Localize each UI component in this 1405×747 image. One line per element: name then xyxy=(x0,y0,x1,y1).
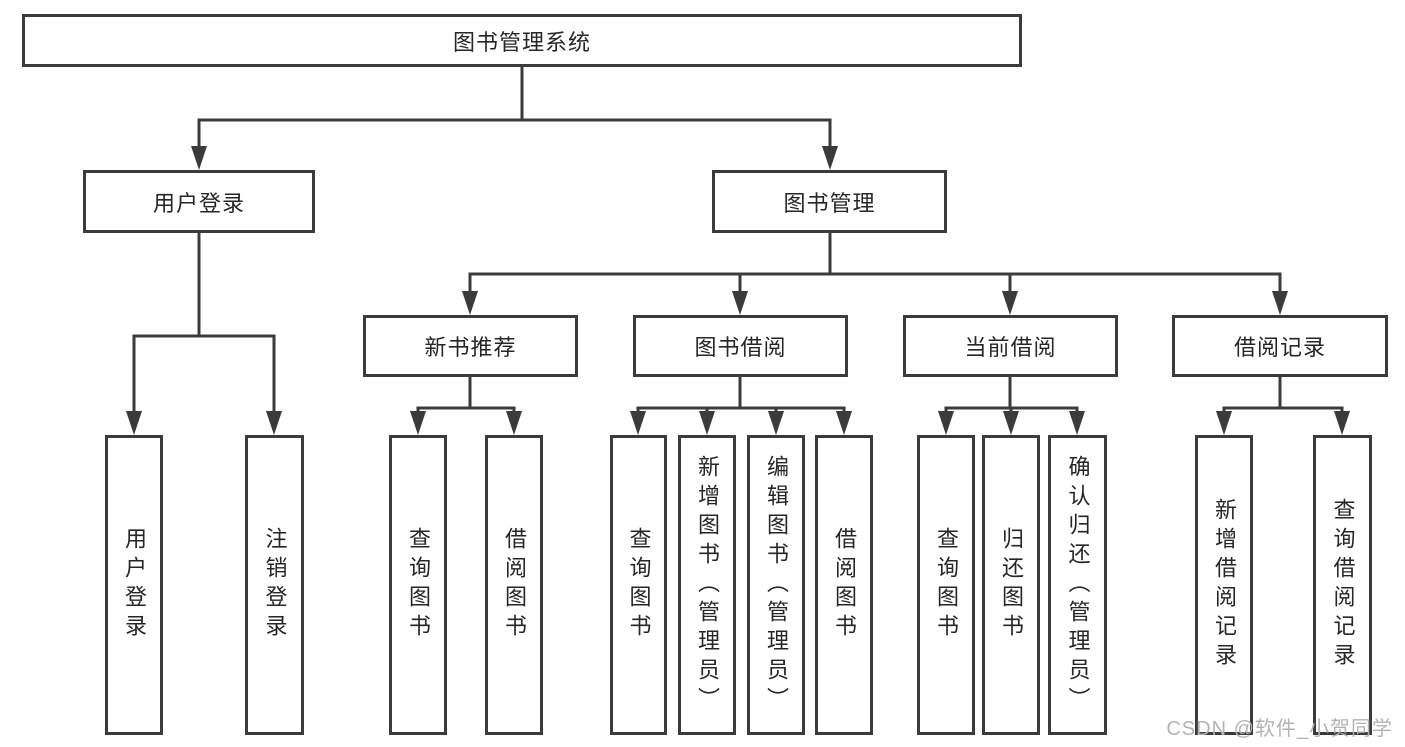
node-label: 查询借阅记录 xyxy=(1330,498,1356,672)
node-label: 确认归还（管理员） xyxy=(1065,454,1091,716)
node-label: 查询图书 xyxy=(406,527,431,643)
leaf-confirm-return-admin: 确认归还（管理员） xyxy=(1048,435,1107,735)
node-current-borrowing: 当前借阅 xyxy=(903,315,1118,377)
node-label: 编辑图书（管理员） xyxy=(764,454,789,716)
leaf-logout: 注销登录 xyxy=(245,435,304,735)
node-label: 新书推荐 xyxy=(424,335,517,360)
leaf-return-books: 归还图书 xyxy=(982,435,1040,735)
node-label: 查询图书 xyxy=(626,527,652,643)
node-label: 借阅记录 xyxy=(1233,335,1326,360)
node-label: 图书借阅 xyxy=(694,335,787,360)
node-label: 当前借阅 xyxy=(964,335,1057,360)
leaf-add-books-admin: 新增图书（管理员） xyxy=(678,435,736,735)
node-label: 新增借阅记录 xyxy=(1212,498,1237,672)
leaf-query-books-borrow: 查询图书 xyxy=(610,435,667,735)
node-label: 用户登录 xyxy=(152,190,245,216)
leaf-edit-books-admin: 编辑图书（管理员） xyxy=(747,435,805,735)
leaf-borrow-books: 借阅图书 xyxy=(815,435,873,735)
leaf-user-login: 用户登录 xyxy=(105,435,163,735)
watermark: CSDN @软件_小贺同学 xyxy=(1166,718,1393,740)
node-label: 图书管理系统 xyxy=(452,29,591,55)
node-user-login: 用户登录 xyxy=(83,170,315,233)
node-label: 新增图书（管理员） xyxy=(695,454,720,716)
node-label: 归还图书 xyxy=(999,527,1024,643)
node-library-management-system: 图书管理系统 xyxy=(22,14,1022,67)
leaf-query-books-current: 查询图书 xyxy=(917,435,975,735)
node-book-borrowing: 图书借阅 xyxy=(633,315,848,377)
leaf-query-borrow-record: 查询借阅记录 xyxy=(1313,435,1372,735)
node-label: 注销登录 xyxy=(262,527,288,643)
node-label: 查询图书 xyxy=(934,527,959,643)
node-label: 借阅图书 xyxy=(502,527,527,643)
node-borrowing-records: 借阅记录 xyxy=(1172,315,1388,377)
node-new-book-recommendation: 新书推荐 xyxy=(363,315,578,377)
node-label: 用户登录 xyxy=(122,527,147,643)
leaf-query-books-recommend: 查询图书 xyxy=(389,435,447,735)
node-label: 借阅图书 xyxy=(832,527,857,643)
leaf-add-borrow-record: 新增借阅记录 xyxy=(1195,435,1253,735)
leaf-borrow-books-recommend: 借阅图书 xyxy=(485,435,543,735)
node-label: 图书管理 xyxy=(783,190,876,216)
node-book-management: 图书管理 xyxy=(712,170,947,233)
